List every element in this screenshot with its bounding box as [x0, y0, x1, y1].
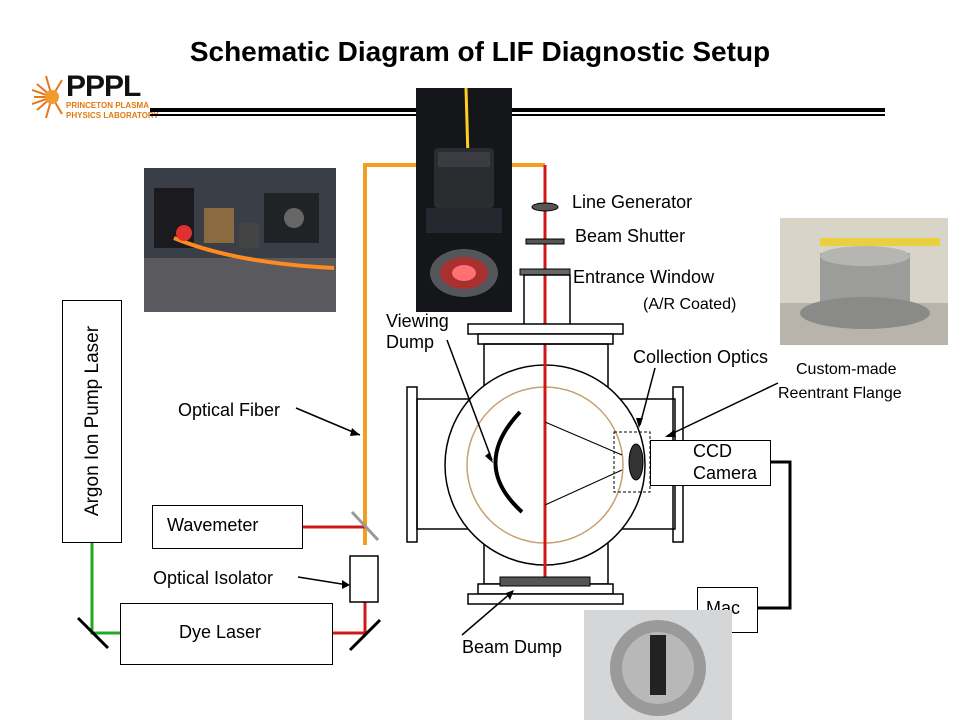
photo-fiber-mount: [416, 88, 512, 312]
dye-laser-label: Dye Laser: [179, 622, 262, 642]
ccd-camera-box: CCD Camera: [650, 440, 771, 486]
ccd-label: CCD: [693, 441, 732, 461]
photo-laser-table: [144, 168, 336, 312]
beam-dump-block: [499, 576, 591, 587]
photo-beam-dump: [584, 610, 732, 720]
wavemeter-box: Wavemeter: [152, 505, 303, 549]
entrance-window-plate: [519, 268, 571, 276]
page-title: Schematic Diagram of LIF Diagnostic Setu…: [189, 36, 771, 67]
sunburst-icon: [32, 75, 63, 119]
optical-fiber-line: [363, 163, 430, 545]
mirror-lower-right: [348, 618, 382, 652]
logo-line-1: PRINCETON PLASMA: [66, 101, 149, 110]
ccd-mac-cable: [758, 460, 792, 610]
logo-line-2: PHYSICS LABORATORY: [66, 111, 159, 120]
line-generator-lens: [531, 202, 559, 212]
beam-shutter-plate: [525, 238, 565, 245]
argon-laser-box: Argon Ion Pump Laser: [62, 300, 122, 543]
dye-laser-box: Dye Laser: [120, 603, 333, 665]
label-beam-shutter: Beam Shutter: [575, 226, 686, 246]
label-reentrant-flange: Reentrant Flange: [778, 385, 902, 402]
label-optical-isolator: Optical Isolator: [153, 568, 274, 588]
camera-label: Camera: [693, 463, 758, 483]
label-entrance-window: Entrance Window: [573, 267, 715, 287]
argon-laser-label: Argon Ion Pump Laser: [82, 325, 103, 517]
header-rule-bottom: [150, 114, 885, 116]
label-viewing-dump-line2: Dump: [386, 332, 435, 352]
header-rule-top: [150, 108, 885, 112]
label-beam-dump: Beam Dump: [462, 637, 563, 657]
label-line-generator: Line Generator: [572, 192, 693, 212]
photo-reentrant-flange: [780, 218, 948, 345]
pppl-logo: PPPL PRINCETON PLASMA PHYSICS LABORATORY: [32, 70, 159, 122]
label-custom-made: Custom-made: [796, 361, 897, 378]
label-optical-fiber: Optical Fiber: [178, 400, 281, 420]
mirror-lower-left: [76, 616, 110, 650]
label-viewing-dump-line1: Viewing: [386, 311, 449, 331]
chamber-top-neck: [523, 274, 571, 326]
viewing-dump-arc: [493, 410, 524, 514]
label-ar-coated: (A/R Coated): [643, 296, 737, 313]
wavemeter-label: Wavemeter: [167, 515, 259, 535]
label-collection-optics: Collection Optics: [633, 347, 769, 367]
pump-beam-path: [90, 543, 122, 635]
logo-text: PPPL: [66, 70, 141, 103]
collection-optics-lens: [628, 443, 644, 481]
mirror-wavemeter: [350, 510, 380, 542]
optical-isolator-box: [349, 555, 379, 603]
